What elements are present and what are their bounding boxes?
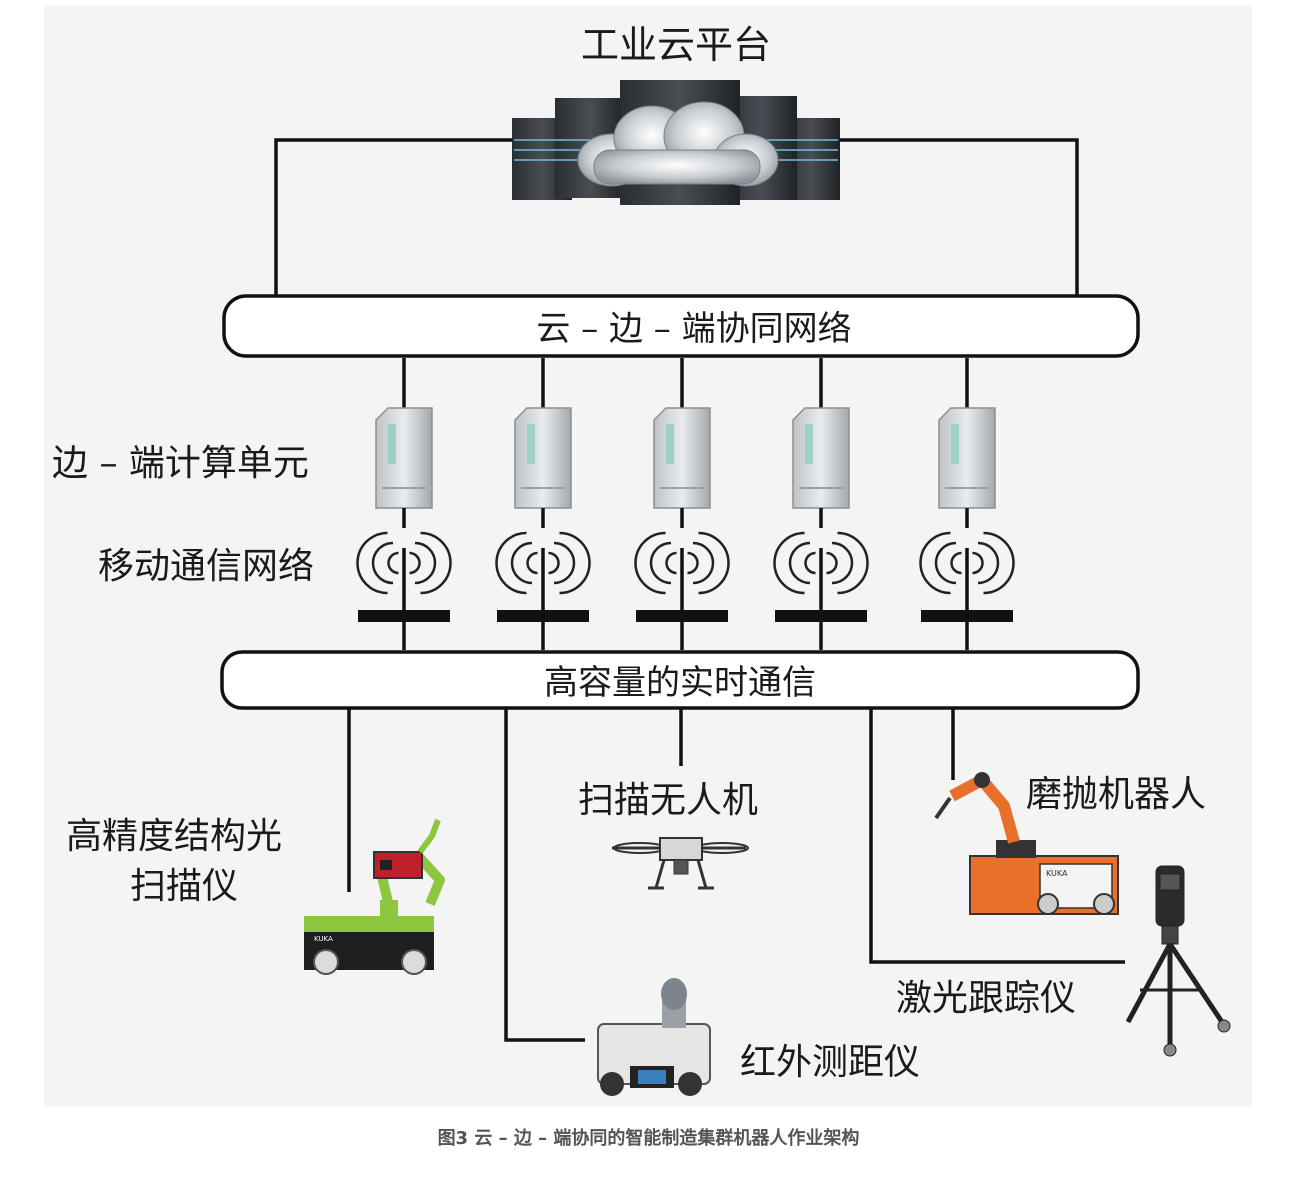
- link-laser-tracker: [869, 708, 1125, 964]
- antenna-base-bar: [921, 610, 1013, 622]
- infrared-robot-icon: [597, 978, 711, 1096]
- drone-icon: [612, 837, 749, 890]
- mobile-network-label: 移动通信网络: [98, 546, 314, 587]
- wireless-antenna-icon: [356, 531, 452, 650]
- laser-tracker-label: 激光跟踪仪: [896, 978, 1076, 1019]
- antenna-base-bar: [497, 610, 589, 622]
- edge-server-icon: [938, 407, 996, 509]
- antenna-base-bar: [775, 610, 867, 622]
- antenna-base-bar: [636, 610, 728, 622]
- edge-server-icon: [792, 407, 850, 509]
- realtime-communication-label: 高容量的实时通信: [544, 663, 816, 703]
- cloud-link-left: [274, 138, 512, 296]
- edge-server-icon: [375, 407, 433, 509]
- wireless-antenna-icon: [634, 531, 730, 650]
- wireless-antenna-icon: [919, 531, 1015, 650]
- edge-server-icon: [653, 407, 711, 509]
- polishing-robot-brand: KUKA: [1046, 869, 1068, 878]
- scanner-robot-icon: KUKA: [304, 818, 445, 975]
- infrared-label: 红外测距仪: [740, 1042, 920, 1083]
- polishing-robot-icon: KUKA: [934, 772, 1119, 915]
- drone-label: 扫描无人机: [578, 780, 758, 821]
- antenna-base-bar: [358, 610, 450, 622]
- scanner-label-line1: 高精度结构光: [66, 816, 282, 857]
- edge-column-5: [919, 358, 1015, 650]
- edge-column-2: [495, 358, 591, 650]
- edge-server-icon: [514, 407, 572, 509]
- laser-tracker-icon: [1125, 865, 1231, 1057]
- wireless-antenna-icon: [495, 531, 591, 650]
- link-infrared: [504, 708, 585, 1042]
- cloud-platform-label: 工业云平台: [581, 23, 771, 67]
- scanner-robot-brand: KUKA: [314, 935, 333, 943]
- scanner-label-line2: 扫描仪: [130, 866, 238, 907]
- figure-caption: 图3 云 – 边 – 端协同的智能制造集群机器人作业架构: [437, 1128, 860, 1149]
- collaboration-network-label: 云 – 边 – 端协同网络: [536, 309, 851, 349]
- edge-unit-label: 边 – 端计算单元: [52, 443, 309, 484]
- edge-column-1: [356, 358, 452, 650]
- polishing-robot-label: 磨抛机器人: [1026, 774, 1206, 815]
- collaboration-network-bar: [222, 294, 1140, 358]
- cloud-link-right: [840, 138, 1079, 296]
- cloud-server-icon: [512, 80, 840, 205]
- wireless-antenna-icon: [773, 531, 869, 650]
- edge-column-3: [634, 358, 730, 650]
- edge-column-4: [773, 358, 869, 650]
